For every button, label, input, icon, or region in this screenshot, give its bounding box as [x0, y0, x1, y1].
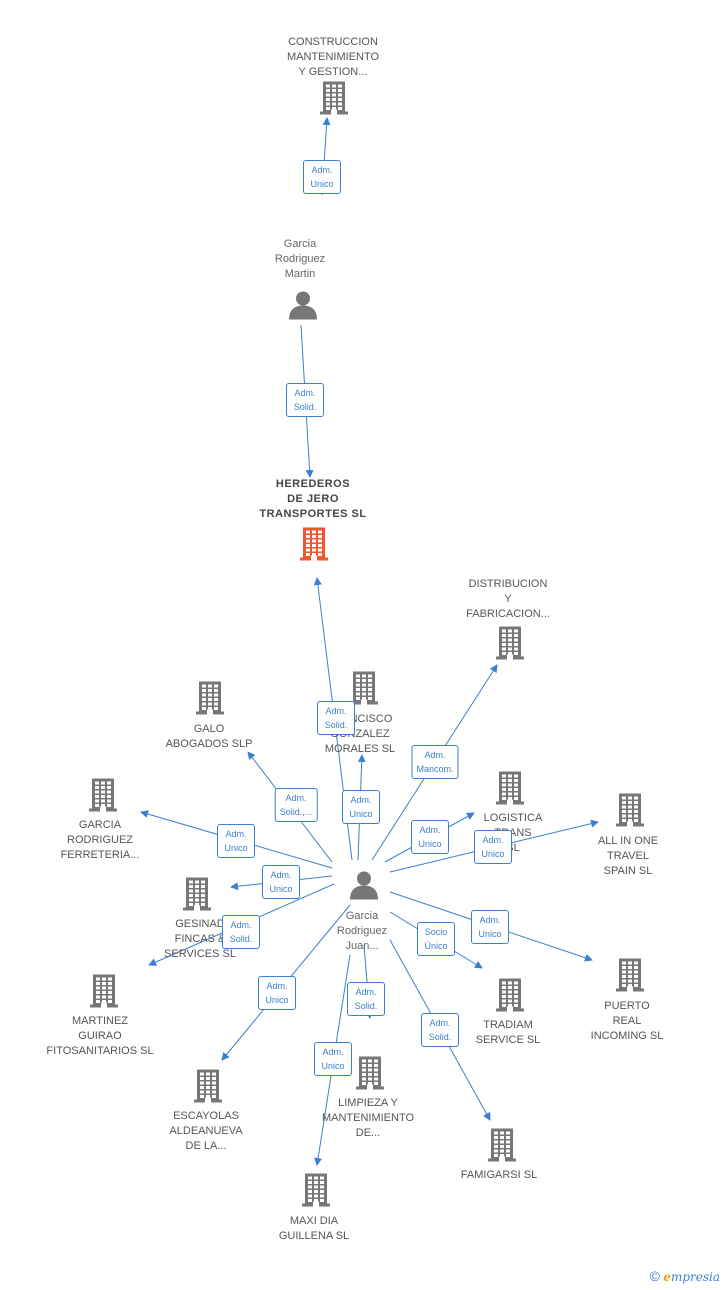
building-icon[interactable]	[299, 527, 329, 566]
edge-label-puerto: Adm. Unico	[471, 910, 509, 944]
node-label-francisco[interactable]: FRANCISCO GONZALEZ MORALES SL	[324, 713, 396, 755]
edge-label-construccion: Adm. Unico	[303, 160, 341, 194]
building-icon[interactable]	[487, 1128, 517, 1167]
node-label-distribucion[interactable]: DISTRIBUCION Y FABRICACION...	[466, 578, 550, 620]
person-icon[interactable]	[349, 870, 379, 905]
copyright-symbol: ©	[649, 1268, 660, 1284]
building-icon[interactable]	[88, 778, 118, 817]
building-icon[interactable]	[89, 974, 119, 1013]
building-icon[interactable]	[355, 1056, 385, 1095]
building-icon[interactable]	[349, 671, 379, 710]
node-label-garcia_juan[interactable]: Garcia Rodriguez Juan...	[336, 910, 388, 952]
node-label-puerto[interactable]: PUERTO REAL INCOMING SL	[590, 1000, 664, 1042]
node-label-garcia_martin[interactable]: Garcia Rodriguez Martin	[274, 238, 326, 280]
building-icon[interactable]	[182, 877, 212, 916]
edge-label-escayolas: Adm. Unico	[258, 976, 296, 1010]
node-label-limpieza[interactable]: LIMPIEZA Y MANTENIMIENTO DE...	[321, 1097, 415, 1139]
building-icon[interactable]	[495, 771, 525, 810]
building-icon[interactable]	[319, 81, 349, 120]
node-label-famigarsi[interactable]: FAMIGARSI SL	[460, 1169, 538, 1181]
building-icon[interactable]	[195, 681, 225, 720]
building-icon[interactable]	[193, 1069, 223, 1108]
building-icon[interactable]	[615, 958, 645, 997]
node-label-gesinad[interactable]: GESINAD FINCAS & SERVICES SL	[164, 918, 236, 960]
edge-label-galo: Adm. Solid.,...	[274, 788, 318, 822]
node-label-garcia_ferreteria[interactable]: GARCIA RODRIGUEZ FERRETERIA...	[60, 819, 140, 861]
edge-label-limpieza: Adm. Solid.	[347, 982, 385, 1016]
node-label-martinez[interactable]: MARTINEZ GUIRAO FITOSANITARIOS SL	[46, 1015, 154, 1057]
building-icon[interactable]	[615, 793, 645, 832]
person-icon[interactable]	[288, 290, 318, 325]
edge-label-herederos: Adm. Solid.	[317, 701, 355, 735]
node-label-construccion[interactable]: CONSTRUCCION MANTENIMIENTO Y GESTION...	[286, 36, 380, 78]
edge-label-maxidia: Adm. Unico	[314, 1042, 352, 1076]
node-label-escayolas[interactable]: ESCAYOLAS ALDEANUEVA DE LA...	[169, 1110, 243, 1152]
edge-label-francisco: Adm. Unico	[342, 790, 380, 824]
edge-label-herederos: Adm. Solid.	[286, 383, 324, 417]
node-label-galo[interactable]: GALO ABOGADOS SLP	[165, 723, 253, 750]
edge-label-logistica: Adm. Unico	[411, 820, 449, 854]
edge-label-martinez: Adm. Solid.	[222, 915, 260, 949]
node-label-allinone[interactable]: ALL IN ONE TRAVEL SPAIN SL	[597, 835, 659, 877]
edge-label-allinone: Adm. Unico	[474, 830, 512, 864]
edge-label-distribucion: Adm. Mancom.	[411, 745, 459, 779]
edge-label-tradiam: Socio Único	[417, 922, 455, 956]
edge-label-garcia_ferreteria: Adm. Unico	[217, 824, 255, 858]
footer-brand: © empresia	[650, 1268, 720, 1284]
building-icon[interactable]	[495, 626, 525, 665]
node-label-herederos[interactable]: HEREDEROS DE JERO TRANSPORTES SL	[259, 478, 367, 520]
brand-logo: empresia	[663, 1270, 720, 1284]
building-icon[interactable]	[495, 978, 525, 1017]
building-icon[interactable]	[301, 1173, 331, 1212]
edge-label-gesinad: Adm. Unico	[262, 865, 300, 899]
node-label-maxidia[interactable]: MAXI DIA GUILLENA SL	[278, 1215, 350, 1242]
edge-label-famigarsi: Adm. Solid.	[421, 1013, 459, 1047]
node-label-tradiam[interactable]: TRADIAM SERVICE SL	[475, 1019, 541, 1046]
